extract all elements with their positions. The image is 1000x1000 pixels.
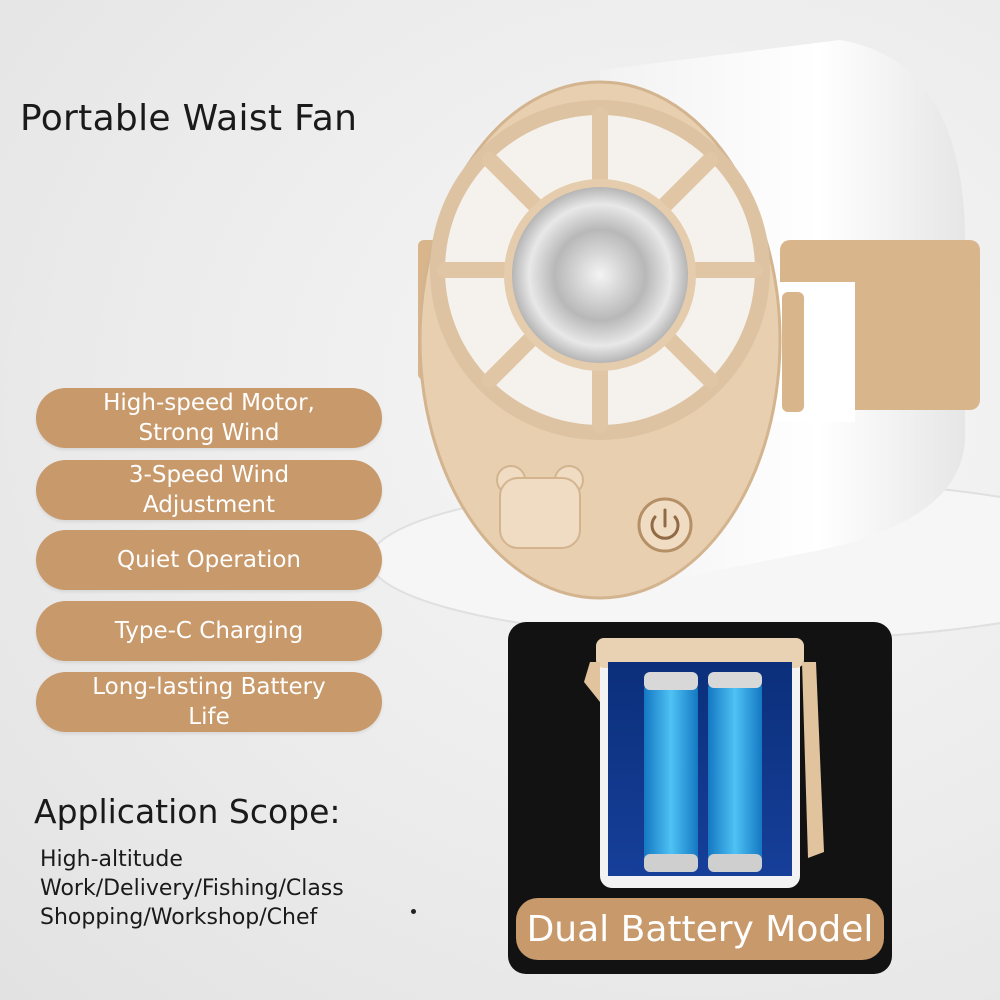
battery-cell-right: [708, 680, 762, 870]
feature-pill-battery-life: Long-lasting Battery Life: [36, 672, 382, 732]
stray-dot: [411, 909, 416, 914]
battery-panel: Dual Battery Model: [508, 622, 892, 974]
battery-illustration: [584, 638, 824, 888]
feature-pill-type-c-charging: Type-C Charging: [36, 601, 382, 661]
page-title: Portable Waist Fan: [20, 98, 358, 139]
feature-pill-high-speed-motor: High-speed Motor, Strong Wind: [36, 388, 382, 448]
fan-hub: [504, 179, 696, 371]
battery-cell-left: [644, 682, 698, 870]
bear-icon: [496, 465, 584, 549]
application-scope-text: High-altitude Work/Delivery/Fishing/Clas…: [40, 847, 344, 930]
feature-pill-3-speed: 3-Speed Wind Adjustment: [36, 460, 382, 520]
power-icon: [637, 497, 693, 553]
application-scope-heading: Application Scope:: [34, 792, 341, 831]
feature-pill-quiet-operation: Quiet Operation: [36, 530, 382, 590]
battery-model-label: Dual Battery Model: [516, 898, 884, 960]
